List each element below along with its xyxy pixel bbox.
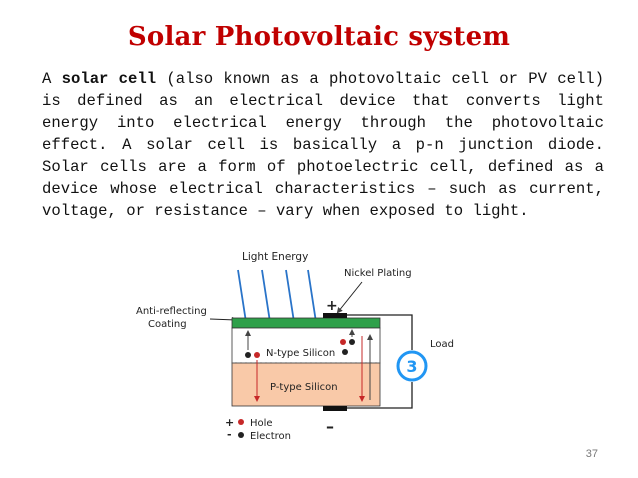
para-rest: (also known as a photovoltaic cell or PV… (42, 70, 605, 220)
legend-hole-label: Hole (250, 418, 273, 429)
definition-paragraph: A solar cell (also known as a photovolta… (42, 68, 604, 222)
nickel-plating-label: Nickel Plating (344, 268, 412, 279)
solar-cell-diagram: Light Energy Nickel Plating Anti-reflect… (136, 251, 454, 442)
load-symbol (396, 350, 428, 382)
positive-terminal-sign: + (326, 298, 338, 314)
legend-hole-sign: + (225, 416, 234, 429)
legend-electron-label: Electron (250, 431, 291, 442)
negative-terminal-sign: – (326, 417, 334, 436)
carriers-right (340, 329, 373, 402)
para-intro: A (42, 70, 52, 88)
circuit-wire (347, 314, 413, 350)
load-label: Load (430, 339, 454, 350)
anti-reflecting-label-2: Coating (148, 319, 187, 330)
para-term: solar cell (61, 70, 157, 88)
light-energy-label: Light Energy (242, 251, 308, 263)
p-type-label: P-type Silicon (270, 382, 338, 393)
carriers-left (245, 330, 260, 402)
circuit-wire-bottom (347, 382, 413, 409)
top-contact-plate (323, 313, 347, 318)
anti-reflecting-label-1: Anti-reflecting (136, 306, 207, 317)
bottom-contact-plate (323, 406, 347, 411)
legend: + Hole - Electron (225, 416, 291, 442)
anti-reflecting-coating-layer (231, 317, 381, 329)
load-symbol-digit: 3 (406, 357, 417, 376)
n-type-label: N-type Silicon (266, 348, 335, 359)
slide-title: Solar Photovoltaic system (127, 22, 511, 52)
legend-electron-sign: - (227, 428, 232, 441)
page-number: 37 (585, 448, 598, 460)
